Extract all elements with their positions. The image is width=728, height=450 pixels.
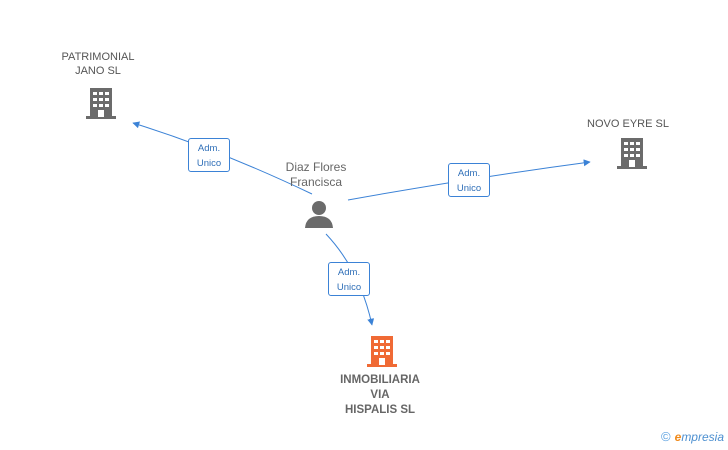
copyright-icon: © [661,429,671,444]
node-label-person[interactable]: Diaz Flores Francisca [285,160,347,189]
edge-label-role: Adm. [337,267,361,278]
node-label-novo-eyre[interactable]: NOVO EYRE SL [587,118,669,130]
node-label-inmobiliaria[interactable]: INMOBILIARIA VIA HISPALIS SL [340,374,420,416]
edge-label-inmobiliaria: Adm. Unico [328,262,370,296]
building-icon[interactable] [84,86,118,120]
edge-label-patrimonial: Adm. Unico [188,138,230,172]
building-icon[interactable] [365,334,399,368]
edge-label-role: Adm. [457,168,481,179]
person-icon[interactable] [304,199,334,229]
edge-label-type: Unico [196,158,222,169]
brand-name: mpresia [681,430,724,444]
edge-label-type: Unico [456,183,482,194]
edge-label-novo-eyre: Adm. Unico [448,163,490,197]
edge-label-type: Unico [336,282,362,293]
node-label-patrimonial[interactable]: PATRIMONIAL JANO SL [61,51,135,77]
brand-first-letter: e [674,430,682,444]
edge-label-role: Adm. [197,143,221,154]
brand-logo: ©empresia [661,429,724,444]
building-icon[interactable] [615,136,649,170]
